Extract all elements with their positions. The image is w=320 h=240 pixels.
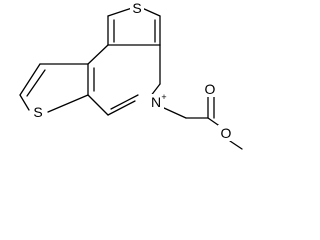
nitrogen-label: N xyxy=(151,94,161,110)
molecule-structure: S S N + O O xyxy=(19,0,243,150)
ester-oxygen-label: O xyxy=(221,125,232,141)
atom-sulfur-top: S xyxy=(130,0,144,16)
nitrogen-charge: + xyxy=(161,92,166,102)
sulfur-left-label: S xyxy=(33,104,42,120)
upper-thiophene-ring xyxy=(107,7,161,46)
carbonyl-oxygen-label: O xyxy=(205,81,216,97)
atom-nitrogen: N + xyxy=(148,92,167,112)
atom-carbonyl-oxygen: O xyxy=(202,81,218,97)
atom-ester-oxygen: O xyxy=(218,125,234,141)
sulfur-top-label: S xyxy=(132,0,141,16)
atom-sulfur-left: S xyxy=(30,104,45,120)
pyridinium-ring xyxy=(87,44,161,116)
ester-side-chain xyxy=(163,96,243,150)
lower-thiophene-ring xyxy=(19,63,89,113)
